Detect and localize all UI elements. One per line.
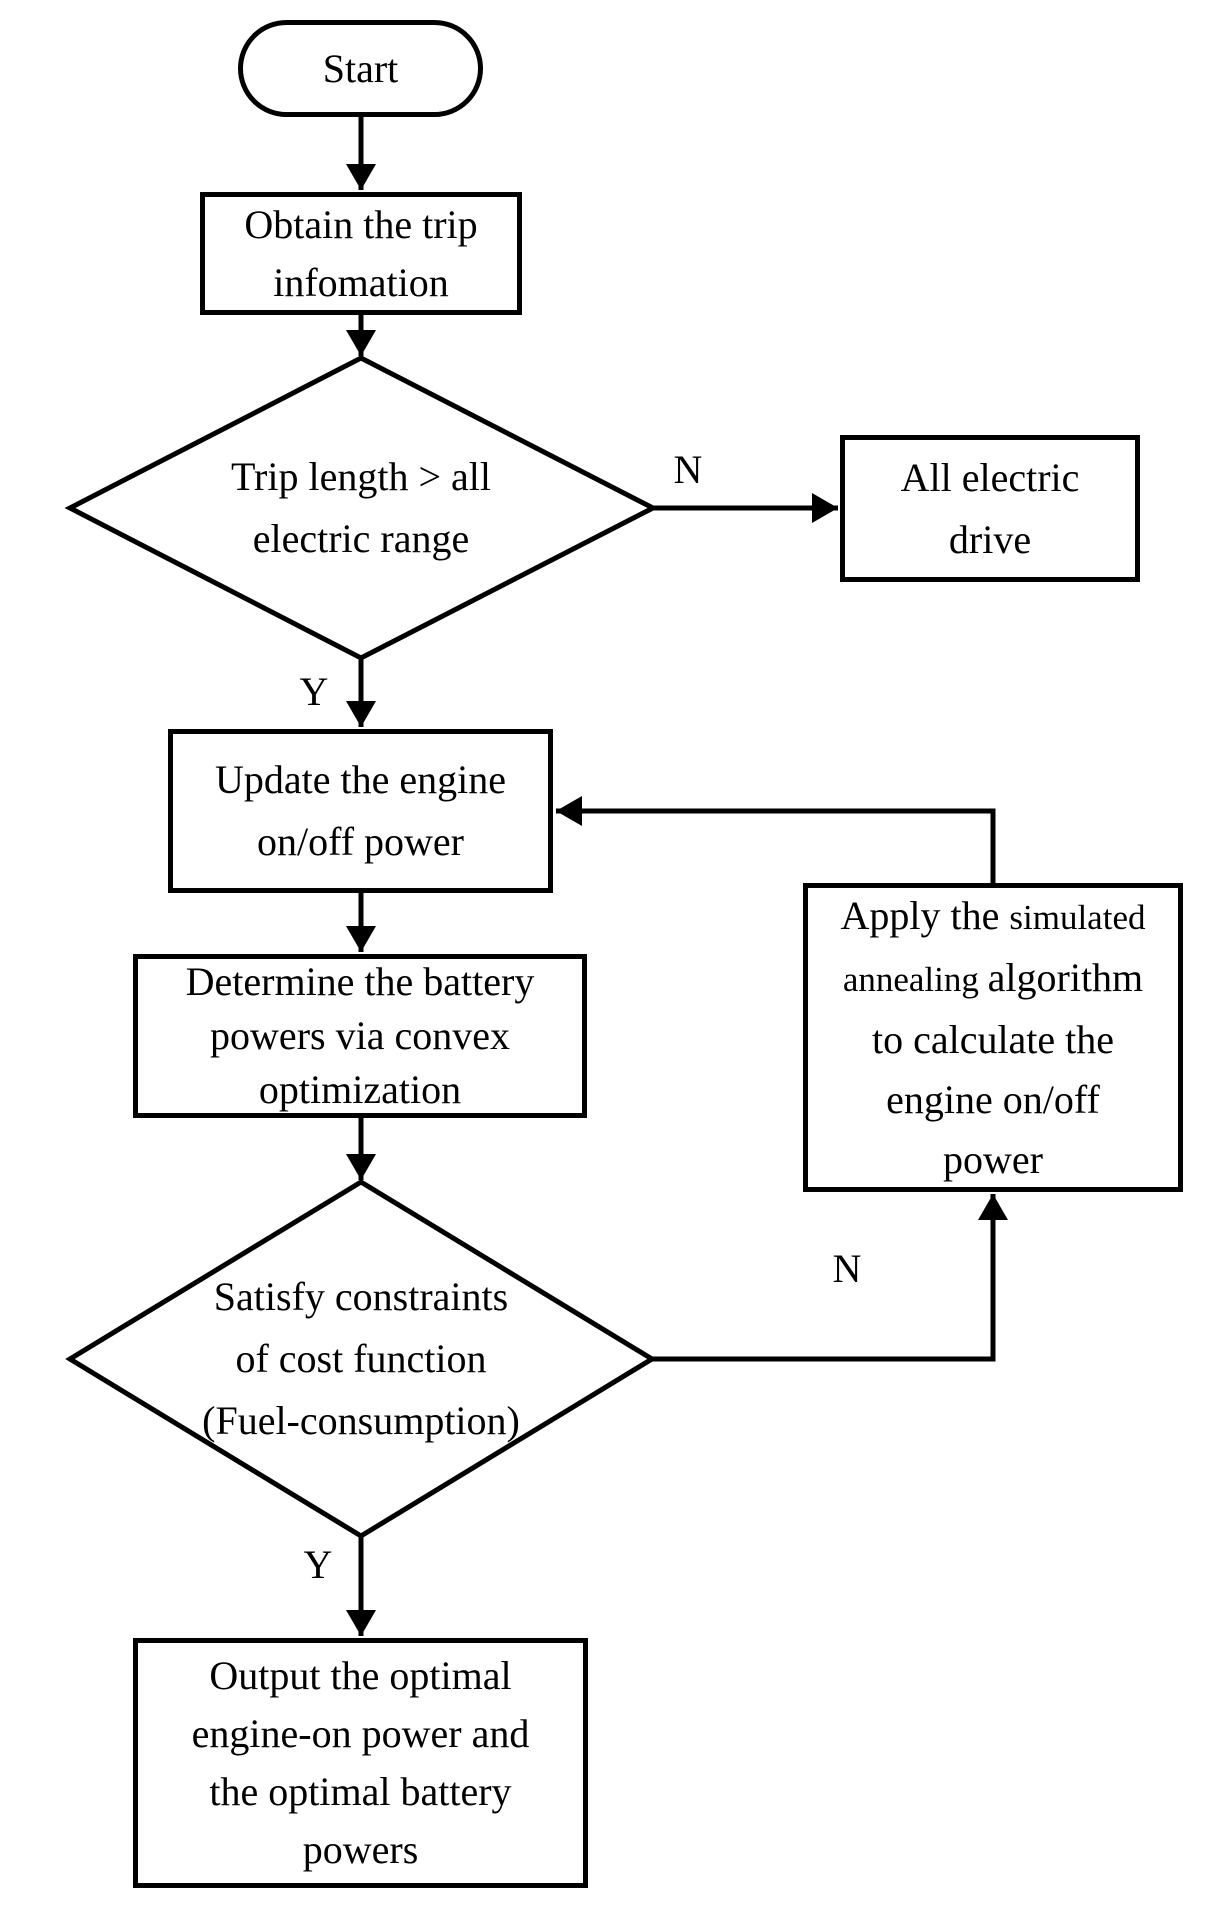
- decision-trip-length-line1: Trip length > all: [231, 454, 491, 499]
- decision-satisfy-constraints-line3: (Fuel-consumption): [202, 1398, 520, 1443]
- process-all-electric-drive-line1: All electric: [900, 454, 1080, 500]
- process-apply-sa-line2-small: annealing: [842, 959, 988, 999]
- process-output-optimal-powers: Output the optimal engine-on power and t…: [133, 1638, 588, 1888]
- process-apply-sa-line2: annealing algorithm: [843, 948, 1143, 1010]
- process-update-engine-power-line2: on/off power: [257, 819, 464, 864]
- decision-satisfy-constraints-line2: of cost function: [235, 1336, 487, 1381]
- process-determine-battery-powers: Determine the battery powers via convex …: [133, 954, 587, 1118]
- process-apply-sa-line3: to calculate the: [871, 1016, 1115, 1062]
- process-determine-battery-powers-line1: Determine the battery: [185, 959, 535, 1004]
- process-obtain-trip-info: Obtain the trip infomation: [200, 192, 522, 315]
- process-apply-sa-line4: engine on/off: [886, 1076, 1100, 1122]
- terminal-start: Start: [238, 20, 483, 117]
- process-output-optimal-line3: the optimal battery: [209, 1769, 512, 1814]
- edge-label-satisfy-no: N: [832, 1246, 862, 1291]
- arrow-satisfy-no-to-apply: [652, 1194, 1008, 1362]
- arrow-apply-feedback-to-update: [556, 796, 996, 883]
- terminal-start-label: Start: [322, 45, 399, 91]
- decision-satisfy-constraints-text: Satisfy constraints of cost function (Fu…: [146, 1264, 576, 1454]
- decision-trip-length-text: Trip length > all electric range: [151, 428, 571, 588]
- process-output-optimal-line2: engine-on power and: [191, 1711, 530, 1756]
- process-apply-sa-line1-normal: Apply the: [840, 892, 1010, 938]
- process-output-optimal-line4: powers: [302, 1827, 419, 1872]
- decision-trip-length-line2: electric range: [252, 516, 470, 561]
- process-update-engine-power: Update the engine on/off power: [168, 729, 553, 893]
- process-all-electric-drive: All electric drive: [840, 435, 1140, 582]
- process-apply-simulated-annealing: Apply the simulated annealing algorithm …: [803, 883, 1183, 1192]
- edge-label-trip-yes: Y: [299, 669, 329, 714]
- process-obtain-trip-info-line1: Obtain the trip: [244, 201, 478, 247]
- process-update-engine-power-line1: Update the engine: [215, 757, 506, 802]
- process-output-optimal-line1: Output the optimal: [209, 1653, 512, 1698]
- process-determine-battery-powers-line2: powers via convex: [210, 1013, 510, 1058]
- process-apply-sa-line1-small: simulated: [1009, 897, 1146, 937]
- process-apply-sa-line5: power: [943, 1136, 1043, 1182]
- edge-label-satisfy-yes: Y: [303, 1542, 333, 1587]
- process-apply-sa-line2-normal: algorithm: [987, 954, 1144, 1000]
- decision-satisfy-constraints-line1: Satisfy constraints: [213, 1274, 509, 1319]
- edge-label-trip-no: N: [673, 447, 703, 492]
- process-all-electric-drive-line2: drive: [948, 516, 1032, 562]
- process-apply-sa-line1: Apply the simulated: [841, 886, 1146, 948]
- process-determine-battery-powers-line3: optimization: [258, 1067, 462, 1112]
- process-obtain-trip-info-line2: infomation: [273, 259, 449, 305]
